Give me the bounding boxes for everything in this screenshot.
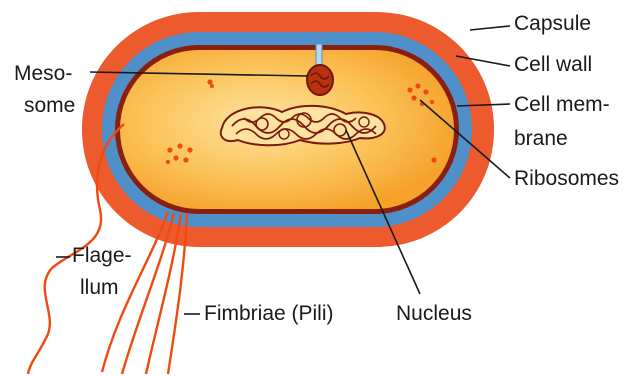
capsule-leader [470,26,510,30]
cell-wall-label: Cell wall [514,53,592,76]
capsule-label: Capsule [514,12,591,35]
cell-membrane-label-line1: Cell mem- [514,93,610,116]
ribosomes-label: Ribosomes [514,167,619,190]
flagellum-label-line2: llum [80,276,119,299]
mesosome-label-line1: Meso- [14,62,72,85]
fimbriae-label: Fimbriae (Pili) [204,302,334,325]
flagellum-label-line1: Flage- [72,244,132,267]
nucleus-label: Nucleus [396,302,472,325]
cell-membrane-label-line2: brane [514,127,568,150]
mesosome-label-line2: some [24,94,75,117]
